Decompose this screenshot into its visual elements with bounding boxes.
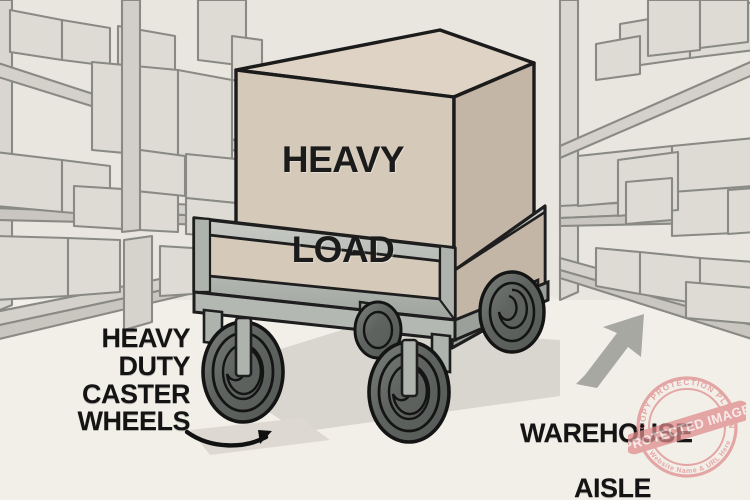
stamp-outer-ring <box>636 376 738 478</box>
stamp-inner-ring <box>648 388 726 466</box>
shelving-right <box>558 0 750 340</box>
caster-wheel-front-left <box>201 316 285 424</box>
warehouse-aisle-label: WAREHOUSE AISLE <box>520 392 705 500</box>
caster-curved-arrow <box>184 429 272 448</box>
caster-wheels-label: HEAVY DUTY CASTER WHEELS <box>77 323 190 437</box>
warehouse-aisle-arrow <box>576 314 644 388</box>
caster-wheel-back-right <box>478 270 546 354</box>
cargo-box-label-line2: LOAD <box>291 229 395 271</box>
cart-rail-front <box>192 216 457 322</box>
cargo-box-label-line1: HEAVY <box>281 139 405 181</box>
stamp-banner <box>628 400 746 455</box>
warehouse-aisle-label-line2: AISLE <box>573 473 652 500</box>
watermark-stamp: COPY PROTECTION PLUGIN My Website Name &… <box>628 368 746 486</box>
cargo-box-label: HEAVY LOAD <box>248 92 438 318</box>
caster-wheel-front-right <box>367 338 451 444</box>
